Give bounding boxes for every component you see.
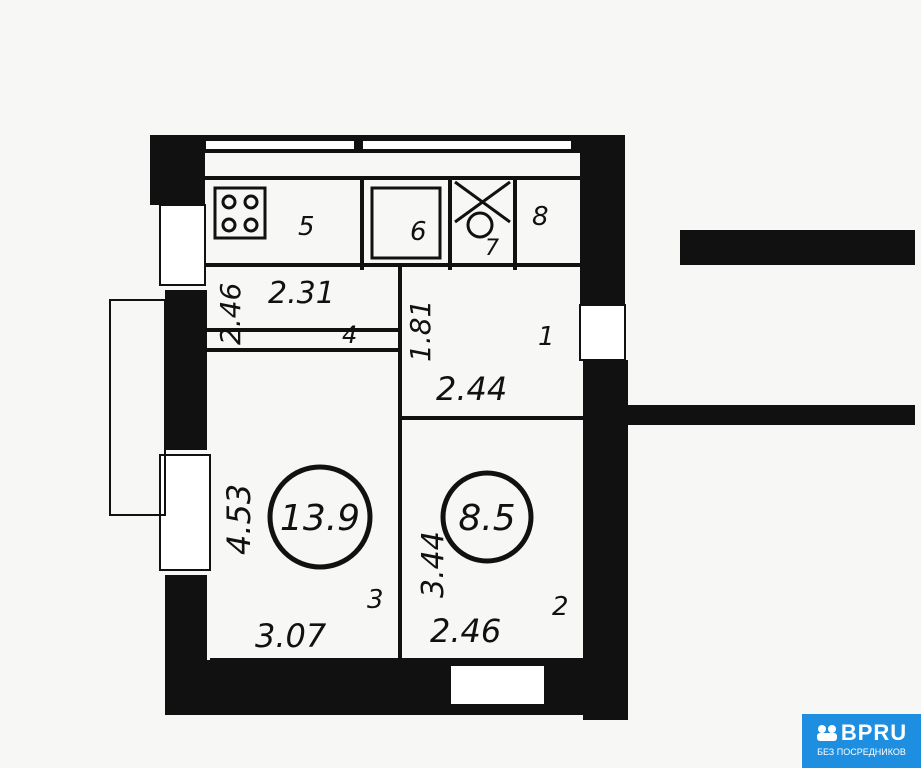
toilet-icon bbox=[454, 180, 511, 239]
dim-room2-width: 2.46 bbox=[430, 612, 501, 650]
area-room3: 13.9 bbox=[280, 498, 360, 539]
dim-hall-length: 2.44 bbox=[436, 370, 507, 408]
room-number-3: 3 bbox=[367, 585, 384, 615]
partitions bbox=[205, 176, 583, 662]
dim-kitchen-length: 2.31 bbox=[268, 276, 335, 311]
dim-room3-width: 3.07 bbox=[255, 617, 327, 655]
watermark-logo: BPRU БЕЗ ПОСРЕДНИКОВ bbox=[802, 714, 921, 768]
windows bbox=[109, 139, 626, 706]
watermark-brand: BPRU bbox=[840, 720, 908, 745]
walls bbox=[150, 135, 915, 720]
area-circle-room3 bbox=[267, 464, 373, 570]
dim-room2-length: 3.44 bbox=[416, 531, 451, 598]
room-number-wc: 7 bbox=[485, 236, 499, 261]
dim-hall-width: 1.81 bbox=[404, 300, 437, 362]
room-number-closet: 8 bbox=[532, 202, 549, 232]
people-icon bbox=[816, 721, 838, 741]
stove-icon bbox=[213, 186, 267, 240]
area-room2: 8.5 bbox=[458, 498, 515, 539]
room-number-kitchen: 5 bbox=[298, 212, 315, 242]
watermark-tagline: БЕЗ ПОСРЕДНИКОВ bbox=[817, 747, 906, 757]
room-number-hall: 1 bbox=[538, 322, 555, 352]
bathtub-icon bbox=[370, 186, 442, 260]
room-number-2: 2 bbox=[552, 592, 569, 622]
dim-room3-length: 4.53 bbox=[220, 484, 258, 555]
dim-kitchen-width: 2.46 bbox=[214, 283, 247, 345]
room-number-corridor: 4 bbox=[342, 321, 357, 349]
area-circle-room2 bbox=[440, 470, 534, 564]
room-number-bath: 6 bbox=[410, 217, 427, 247]
